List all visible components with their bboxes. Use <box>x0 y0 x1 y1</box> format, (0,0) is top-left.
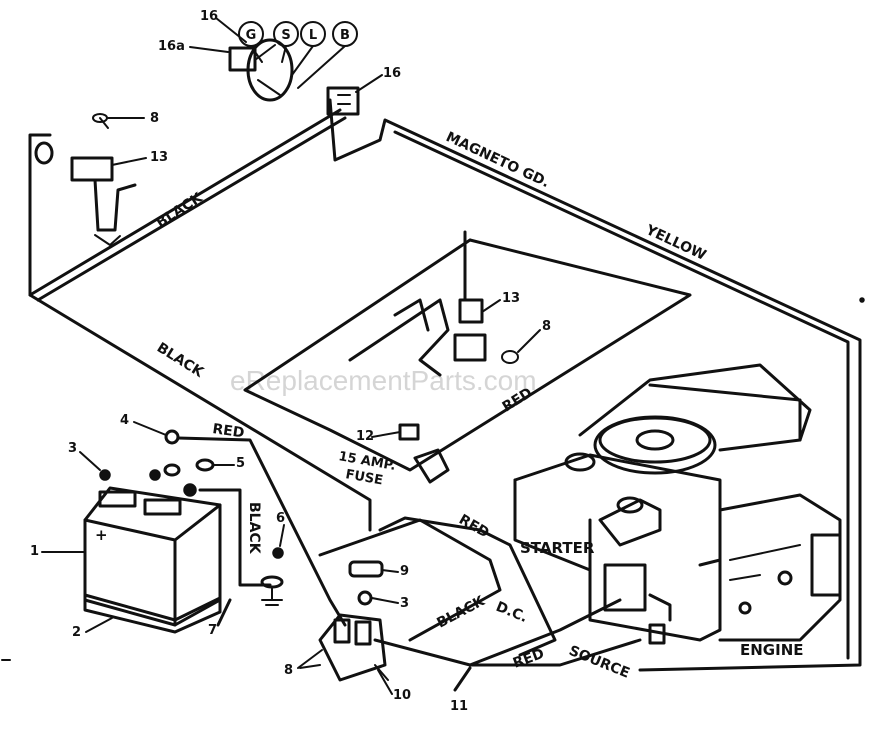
callout-8-solenoid: 8 <box>284 663 293 678</box>
label-starter: STARTER <box>520 539 595 557</box>
battery-plus: + <box>95 526 108 544</box>
nut-5a <box>163 463 181 477</box>
callout-13-top: 13 <box>150 150 168 165</box>
callout-13-mid: 13 <box>502 291 520 306</box>
callout-16-switch: 16 <box>383 66 401 81</box>
fuse-12 <box>398 423 420 441</box>
label-red-lower: RED <box>456 512 492 542</box>
callout-1: 1 <box>30 544 39 559</box>
callout-4: 4 <box>120 413 129 428</box>
callout-6: 6 <box>276 511 285 526</box>
label-dc: D.C. <box>494 599 530 626</box>
black-wire-top <box>28 108 342 297</box>
nut-5 <box>195 458 215 472</box>
callout-3-left: 3 <box>68 441 77 456</box>
switch-connector <box>326 86 360 116</box>
screw-8-mid <box>501 350 519 364</box>
red-wire-battery <box>176 436 347 627</box>
label-black-battery: BLACK <box>246 502 262 555</box>
label-source: SOURCE <box>567 643 632 682</box>
callout-16a: 16a <box>158 39 185 54</box>
callout-10: 10 <box>393 688 411 703</box>
wire-labels: BLACK BLACK MAGNETO GD. YELLOW RED RED B… <box>153 129 708 682</box>
terminal-b-label: B <box>340 28 350 43</box>
callout-8-top: 8 <box>150 111 159 126</box>
part-callouts: 16 16a 16 8 13 13 8 4 3 5 12 1 2 6 7 9 3… <box>30 9 551 714</box>
label-black-lower: BLACK <box>434 593 488 632</box>
label-magneto: MAGNETO GD. <box>443 129 552 191</box>
red-wire-loop <box>243 238 692 472</box>
component-labels: STARTER ENGINE 15 AMP. FUSE <box>337 449 803 659</box>
wire-harness <box>28 98 862 692</box>
red-wire-lower <box>378 516 557 657</box>
label-red-bottom: RED <box>511 646 547 672</box>
callout-5: 5 <box>236 456 245 471</box>
starter-motor <box>598 498 662 547</box>
callout-12: 12 <box>356 429 374 444</box>
switch-13-top <box>34 113 137 246</box>
fuse-clip <box>413 448 450 484</box>
bolt-3 <box>99 469 111 481</box>
boot-9 <box>348 560 384 578</box>
nut-3-solenoid <box>357 590 373 606</box>
battery-tray <box>83 593 222 634</box>
callout-2: 2 <box>72 625 81 640</box>
callout-9: 9 <box>400 564 409 579</box>
label-fuse-2: FUSE <box>344 467 384 488</box>
engine <box>513 363 842 645</box>
black-wire-lower <box>318 518 502 642</box>
callout-7: 7 <box>208 623 217 638</box>
terminal-labels: G S L B <box>238 21 358 89</box>
starter-solenoid <box>299 560 389 682</box>
yellow-wire <box>328 98 862 672</box>
ignition-switch: G S L B <box>228 21 360 116</box>
callout-3-solenoid: 3 <box>400 596 409 611</box>
battery: + <box>83 429 284 634</box>
label-engine: ENGINE <box>740 641 804 659</box>
terminal-s-label: S <box>281 28 290 43</box>
callout-8-mid: 8 <box>542 319 551 334</box>
black-wire-left <box>28 293 372 532</box>
terminal-g-label: G <box>246 28 257 43</box>
callout-16-top: 16 <box>200 9 218 24</box>
callout-11: 11 <box>450 699 468 714</box>
label-red-battery: RED <box>211 421 245 441</box>
label-black-top: BLACK <box>153 189 206 231</box>
black-wire-battery <box>198 488 272 587</box>
terminal-l-label: L <box>309 28 317 43</box>
bolt-4 <box>164 429 180 445</box>
bolt-6 <box>272 547 284 559</box>
watermark: eReplacementParts.com <box>230 365 537 396</box>
